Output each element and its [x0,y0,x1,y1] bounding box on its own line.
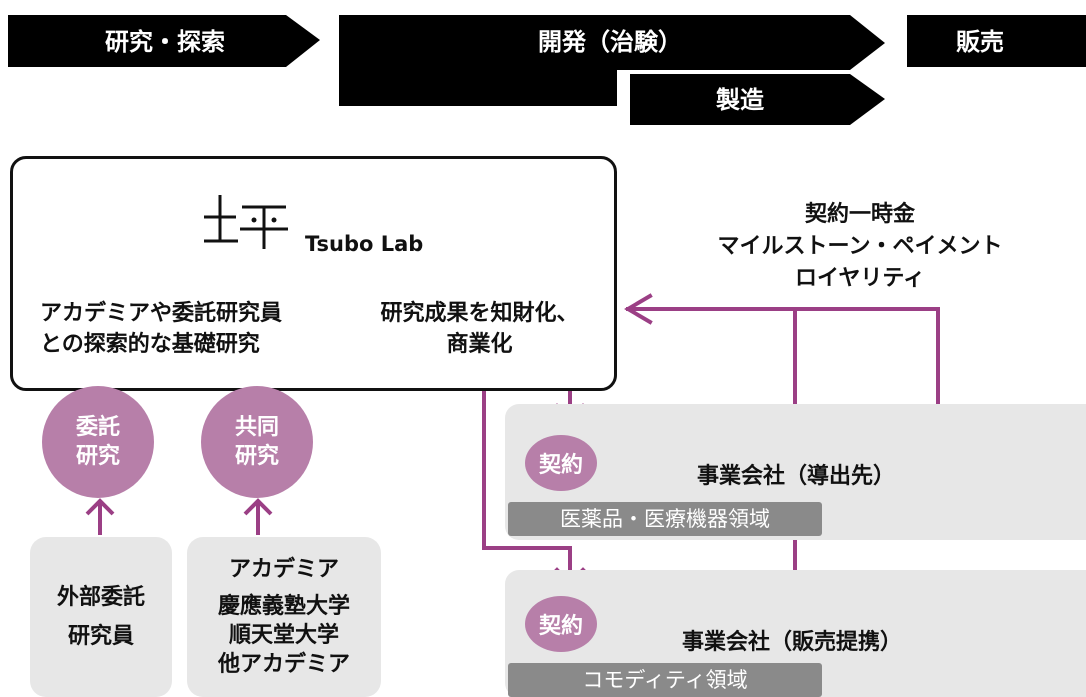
external-researcher-line: 外部委託 [56,585,145,610]
payment-item: ロイヤリティ [794,266,926,291]
tsubo-logo-icon [204,195,288,249]
pharma-domain-label: 医薬品・医療機器領域 [508,502,822,536]
circle-label: 研究 [75,444,120,469]
stage-arrow-sales [907,15,1086,67]
circle-label: 研究 [234,444,279,469]
joint-research-circle: 共同 研究 [201,386,313,498]
contract-line-2 [482,390,572,584]
circle-label: 委託 [75,415,120,440]
contract-badge: 契約 [525,596,597,652]
research-description: アカデミアや委託研究員 との探索的な基礎研究 [40,298,282,360]
tsubo-lab-box [10,156,617,391]
licensee-company-name: 事業会社（導出先） [697,464,896,489]
stage-arrow-development [339,15,885,106]
academia-heading: アカデミア [228,557,339,582]
stage-label-manufacturing: 製造 [716,86,764,114]
commercialization-line: 商業化 [446,332,513,357]
payment-line [626,307,940,406]
stage-label-research: 研究・探索 [105,28,225,56]
payment-item: マイルストーン・ペイメント [717,234,1003,259]
academia-box: アカデミア 慶應義塾大学 順天堂大学 他アカデミア [187,537,381,697]
up-arrowhead-external [85,498,115,516]
commercialization-line: 研究成果を知財化、 [380,301,579,326]
academia-item: 他アカデミア [217,652,350,677]
external-researcher-line: 研究員 [67,624,134,649]
payment-item: 契約一時金 [804,202,915,227]
academia-item: 順天堂大学 [228,623,339,648]
payment-arrowhead [624,293,653,325]
sales-partner-company-name: 事業会社（販売提携） [682,630,903,655]
stage-arrow-research [8,15,320,67]
payment-terms: 契約一時金 マイルストーン・ペイメント ロイヤリティ [700,199,1020,295]
up-arrowhead-academia [243,498,273,516]
academia-item: 慶應義塾大学 [217,594,350,619]
research-description-line: との探索的な基礎研究 [40,332,260,357]
research-description-line: アカデミアや委託研究員 [40,301,283,326]
stage-label-sales: 販売 [956,28,1004,56]
contract-badge: 契約 [525,435,597,491]
commercialization-description: 研究成果を知財化、 商業化 [372,298,587,360]
external-researcher-box: 外部委託 研究員 [30,537,172,697]
commodity-domain-label: コモディティ領域 [508,663,822,697]
logo-text: Tsubo Lab [305,232,424,256]
circle-label: 共同 [234,415,279,440]
stage-label-development: 開発（治験） [538,28,682,56]
contract-research-circle: 委託 研究 [42,386,154,498]
stage-arrows [8,15,1086,125]
stage-arrow-manufacturing [630,74,885,125]
